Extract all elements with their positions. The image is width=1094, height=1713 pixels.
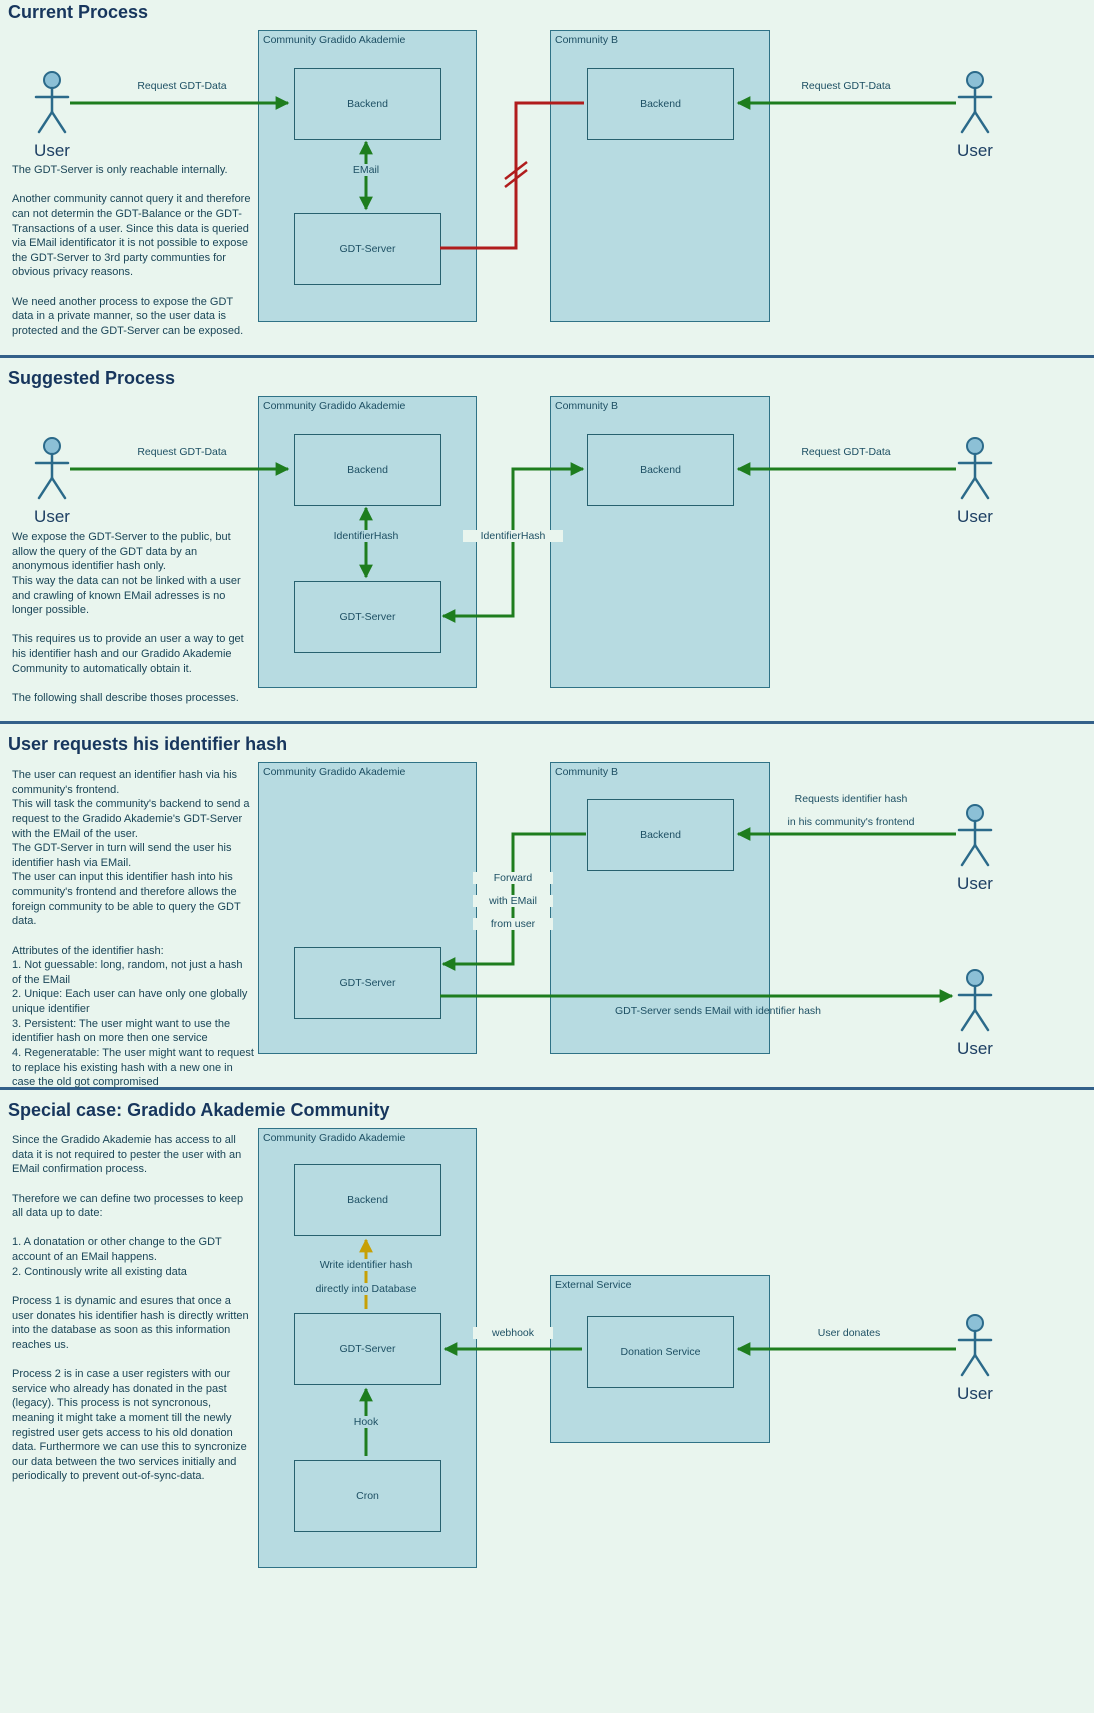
donation-service-label: Donation Service: [620, 1346, 701, 1358]
person-icon: [957, 969, 993, 1032]
user-label: User: [957, 874, 993, 893]
external-service-label: External Service: [555, 1279, 632, 1291]
blocked-slash-icon: [504, 169, 528, 188]
arrow-label-webhook: webhook: [473, 1327, 553, 1339]
community-gradido-akademie-box-s4: Community Gradido Akademie Backend GDT-S…: [258, 1128, 477, 1568]
user-label: User: [34, 507, 70, 526]
user-actor-right-s2: User: [955, 436, 995, 527]
user-actor-left-s2: User: [32, 436, 72, 527]
user-label: User: [957, 507, 993, 526]
person-icon: [957, 804, 993, 867]
arrow-label-request-gdt-data: Request GDT-Data: [801, 80, 891, 92]
backend-node: Backend: [587, 68, 734, 140]
arrow-label-user-donates: User donates: [789, 1327, 909, 1339]
backend-label: Backend: [640, 829, 681, 841]
person-icon: [34, 71, 70, 134]
user-actor-left-s1: User: [32, 70, 72, 161]
gdt-server-node: GDT-Server: [294, 213, 441, 285]
gdt-server-node: GDT-Server: [294, 947, 441, 1019]
backend-label: Backend: [347, 464, 388, 476]
special-case-description: Since the Gradido Akademie has access to…: [12, 1134, 249, 1483]
community-box-label: Community B: [555, 766, 619, 778]
suggested-process-description: We expose the GDT-Server to the public, …: [12, 531, 244, 704]
community-box-label: Community Gradido Akademie: [263, 34, 406, 46]
section-divider: [0, 721, 1094, 724]
community-box-label: Community Gradido Akademie: [263, 400, 406, 412]
person-icon: [34, 437, 70, 500]
arrow-label-request-gdt-data: Request GDT-Data: [137, 446, 227, 458]
arrow-label-requests-hash-line1: Requests identifier hash: [794, 793, 908, 805]
arrow-label-hook: Hook: [336, 1416, 396, 1428]
cron-label: Cron: [356, 1490, 379, 1502]
section-title-user-requests-hash: User requests his identifier hash: [8, 734, 288, 754]
community-gradido-akademie-box-s2: Community Gradido Akademie Backend GDT-S…: [258, 396, 477, 688]
user-label: User: [957, 1384, 993, 1403]
community-box-label: Community Gradido Akademie: [263, 766, 406, 778]
arrow-label-sends-email: GDT-Server sends EMail with identifier h…: [615, 1005, 821, 1017]
arrow-label-identifierhash: IdentifierHash: [463, 530, 563, 542]
arrow-label-write-hash-line1: Write identifier hash: [306, 1259, 426, 1271]
backend-node: Backend: [294, 434, 441, 506]
arrow-label-request-gdt-data: Request GDT-Data: [801, 446, 891, 458]
section-title-special-case: Special case: Gradido Akademie Community: [8, 1100, 390, 1120]
user-actor-right-s1: User: [955, 70, 995, 161]
gdt-server-node: GDT-Server: [294, 581, 441, 653]
gdt-server-label: GDT-Server: [339, 977, 396, 989]
arrow-label-identifierhash: IdentifierHash: [316, 530, 416, 542]
arrow-label-forward: Forward: [473, 872, 553, 884]
gdt-server-node: GDT-Server: [294, 1313, 441, 1385]
backend-label: Backend: [347, 98, 388, 110]
community-box-label: Community Gradido Akademie: [263, 1132, 406, 1144]
arrow-label-requests-hash-line2: in his community's frontend: [787, 816, 915, 828]
community-b-box-s2: Community B Backend: [550, 396, 770, 688]
backend-node: Backend: [587, 434, 734, 506]
community-gradido-akademie-box-s1: Community Gradido Akademie Backend GDT-S…: [258, 30, 477, 322]
backend-label: Backend: [347, 1194, 388, 1206]
person-icon: [957, 437, 993, 500]
person-icon: [957, 71, 993, 134]
arrow-label-write-hash-line2: directly into Database: [306, 1283, 426, 1295]
community-b-box-s1: Community B Backend: [550, 30, 770, 322]
gdt-server-label: GDT-Server: [339, 243, 396, 255]
arrow-label-from-user: from user: [473, 918, 553, 930]
user-label: User: [957, 1039, 993, 1058]
user-actor-s4: User: [955, 1313, 995, 1404]
section-divider: [0, 355, 1094, 358]
gdt-server-label: GDT-Server: [339, 611, 396, 623]
backend-node: Backend: [587, 799, 734, 871]
section-title-suggested-process: Suggested Process: [8, 368, 176, 388]
user-label: User: [34, 141, 70, 160]
cron-node: Cron: [294, 1460, 441, 1532]
gdt-server-label: GDT-Server: [339, 1343, 396, 1355]
person-icon: [957, 1314, 993, 1377]
blocked-slash-icon: [504, 161, 528, 180]
backend-label: Backend: [640, 98, 681, 110]
user-actor-bottom-s3: User: [955, 968, 995, 1059]
community-box-label: Community B: [555, 400, 619, 412]
identifier-hash-description: The user can request an identifier hash …: [12, 769, 254, 1089]
external-service-box: External Service Donation Service: [550, 1275, 770, 1443]
community-box-label: Community B: [555, 34, 619, 46]
arrow-label-with-email: with EMail: [473, 895, 553, 907]
arrow-label-request-gdt-data: Request GDT-Data: [137, 80, 227, 92]
community-gradido-akademie-box-s3: Community Gradido Akademie GDT-Server: [258, 762, 477, 1054]
backend-node: Backend: [294, 68, 441, 140]
community-b-box-s3: Community B Backend: [550, 762, 770, 1054]
backend-label: Backend: [640, 464, 681, 476]
current-process-description: The GDT-Server is only reachable interna…: [12, 164, 251, 337]
backend-node: Backend: [294, 1164, 441, 1236]
user-label: User: [957, 141, 993, 160]
donation-service-node: Donation Service: [587, 1316, 734, 1388]
arrow-label-email: EMail: [326, 164, 406, 176]
section-divider: [0, 1087, 1094, 1090]
section-title-current-process: Current Process: [8, 2, 149, 22]
user-actor-top-s3: User: [955, 803, 995, 894]
